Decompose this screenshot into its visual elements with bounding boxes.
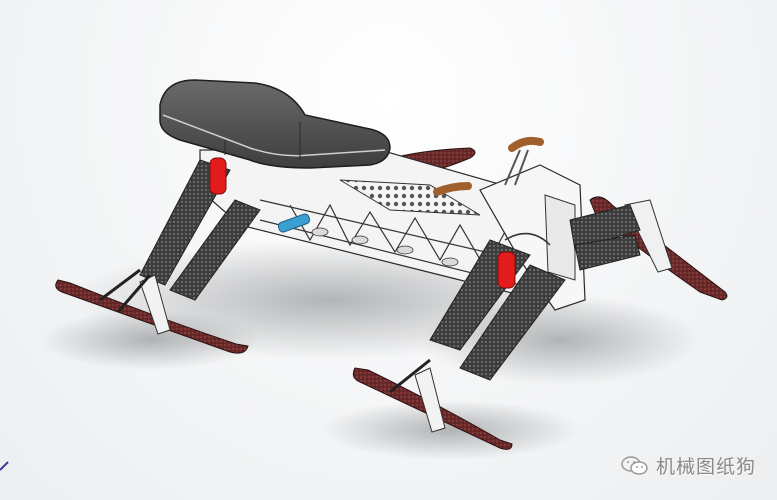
right-grip: [508, 136, 544, 152]
suspension-arm-left: [139, 157, 261, 301]
wechat-icon: [621, 455, 648, 475]
axis-triad-icon: [0, 461, 9, 471]
left-grip: [433, 182, 472, 196]
watermark-text: 机械图纸狗: [656, 456, 757, 478]
watermark: 机械图纸狗: [620, 452, 756, 479]
shock-absorber-right: [497, 251, 516, 289]
seat: [159, 79, 391, 169]
ski-front-right: [352, 358, 513, 450]
suspension-arm-rear-right: [569, 204, 641, 271]
ground-shadows: [40, 240, 700, 460]
suspension-arm-right: [429, 239, 566, 381]
shock-absorber-left: [209, 157, 227, 195]
ski-front-left: [55, 268, 249, 354]
handlebar: [433, 136, 544, 196]
foot-peg-spring: [277, 213, 311, 233]
